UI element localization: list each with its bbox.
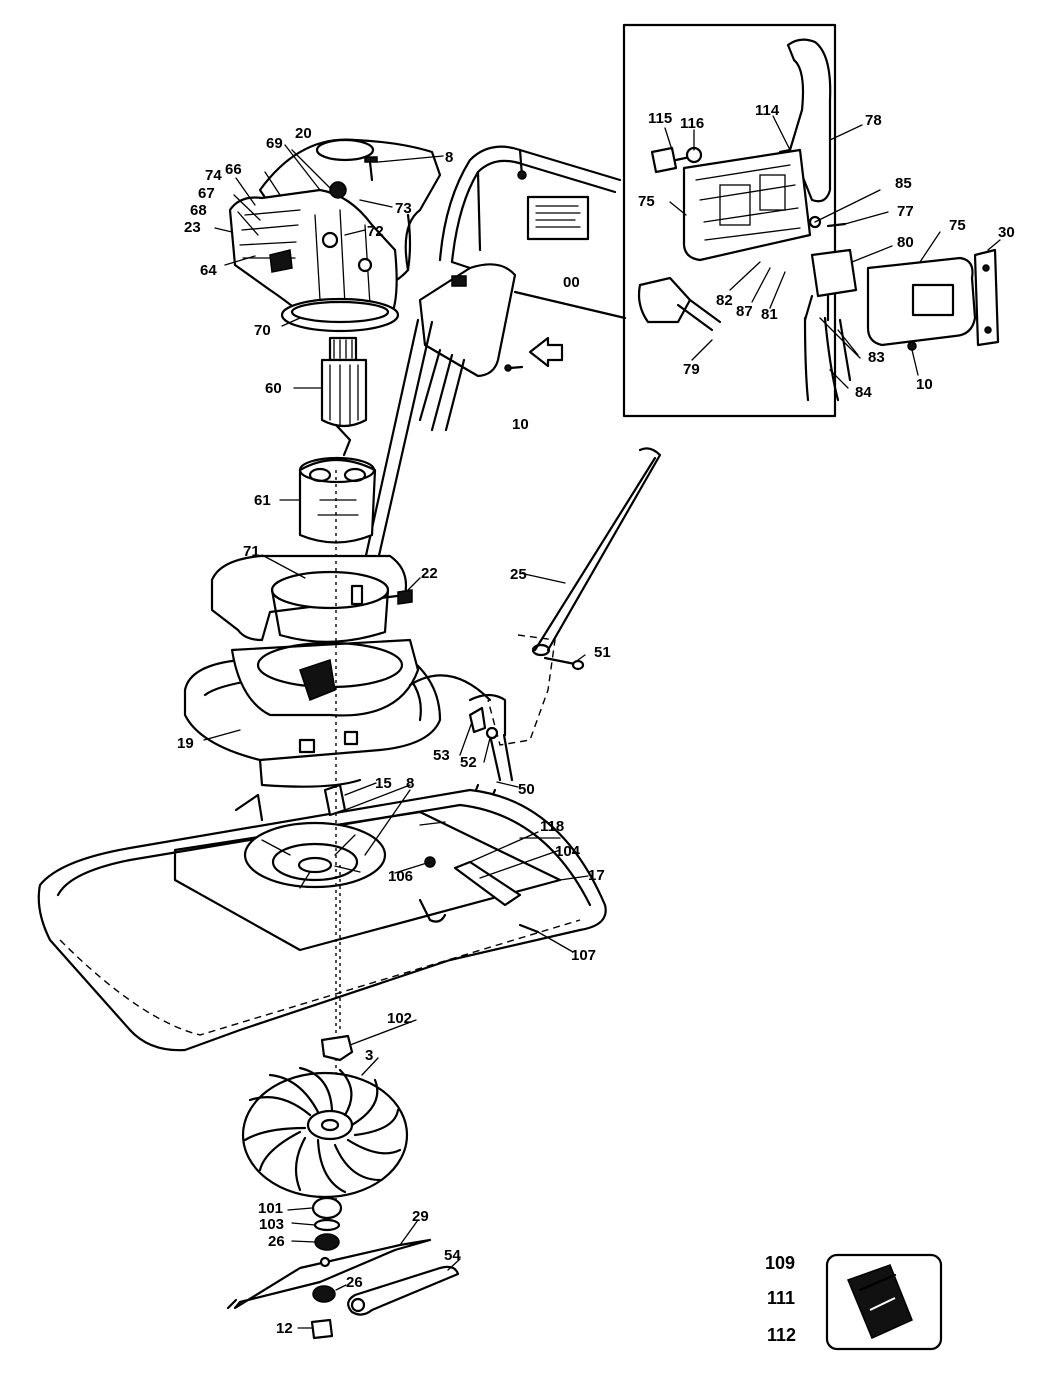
- label-10-inset: 10: [916, 376, 933, 393]
- label-60: 60: [265, 380, 282, 397]
- armature: [320, 336, 368, 457]
- label-106: 106: [388, 868, 413, 885]
- label-68: 68: [190, 202, 207, 219]
- label-78: 78: [865, 112, 882, 129]
- label-19: 19: [177, 735, 194, 752]
- label-61: 61: [254, 492, 271, 509]
- label-69: 69: [266, 135, 283, 152]
- label-75-housing: 75: [638, 193, 655, 210]
- motor-mount: [210, 554, 413, 643]
- label-101: 101: [258, 1200, 283, 1217]
- label-25: 25: [510, 566, 527, 583]
- label-64: 64: [200, 262, 217, 279]
- label-29: 29: [412, 1208, 429, 1225]
- part-labels: 8 20 69 66 74 67 68 23 73 72 64 70 00 60…: [177, 125, 611, 1337]
- label-51: 51: [594, 644, 611, 661]
- label-112: 112: [767, 1325, 796, 1345]
- label-67: 67: [198, 185, 215, 202]
- kit-labels: 109 111 112: [765, 1253, 796, 1345]
- label-30: 30: [998, 224, 1015, 241]
- label-118: 118: [540, 818, 564, 835]
- label-115: 115: [648, 110, 672, 127]
- label-114: 114: [755, 102, 780, 119]
- label-8-deck: 8: [406, 775, 414, 792]
- fan-assembly: [226, 470, 460, 1340]
- label-102: 102: [387, 1010, 412, 1027]
- label-71: 71: [243, 543, 260, 560]
- label-00: 00: [563, 274, 580, 291]
- label-74: 74: [205, 167, 222, 184]
- label-10: 10: [512, 416, 529, 433]
- label-23: 23: [184, 219, 201, 236]
- label-52: 52: [460, 754, 477, 771]
- motor-housing: [183, 638, 442, 788]
- label-70: 70: [254, 322, 271, 339]
- label-53: 53: [433, 747, 450, 764]
- label-66: 66: [225, 161, 242, 178]
- label-22: 22: [421, 565, 438, 582]
- label-3: 3: [365, 1047, 373, 1064]
- label-54: 54: [444, 1247, 461, 1264]
- label-82: 82: [716, 292, 733, 309]
- label-116: 116: [680, 115, 704, 132]
- label-20: 20: [295, 125, 312, 142]
- label-72: 72: [367, 223, 384, 240]
- label-15: 15: [375, 775, 392, 792]
- stator: [298, 456, 377, 544]
- label-26-bottom: 26: [346, 1274, 363, 1291]
- label-77: 77: [897, 203, 914, 220]
- label-8-cover: 8: [445, 149, 453, 166]
- label-111: 111: [767, 1288, 795, 1308]
- label-85: 85: [895, 175, 912, 192]
- label-80: 80: [897, 234, 914, 251]
- label-87: 87: [736, 303, 753, 320]
- label-84: 84: [855, 384, 872, 401]
- mower-deck: [37, 783, 607, 1052]
- label-81: 81: [761, 306, 778, 323]
- label-50: 50: [518, 781, 535, 798]
- kit-bag: [825, 1253, 943, 1351]
- switch-detail-inset: 115 116 114 78 75 85 77 75 30 80 82 87 8…: [622, 23, 1015, 418]
- label-73: 73: [395, 200, 412, 217]
- label-107: 107: [571, 947, 596, 964]
- motor-cover: [228, 138, 442, 333]
- label-75-cover: 75: [949, 217, 966, 234]
- label-79: 79: [683, 361, 700, 378]
- upper-handle: [363, 145, 627, 562]
- label-104: 104: [555, 843, 581, 860]
- label-12: 12: [276, 1320, 293, 1337]
- label-83: 83: [868, 349, 885, 366]
- label-26-top: 26: [268, 1233, 285, 1250]
- label-17: 17: [588, 867, 605, 884]
- label-103: 103: [259, 1216, 284, 1233]
- leader-lines: [203, 144, 589, 1329]
- label-109: 109: [765, 1253, 795, 1273]
